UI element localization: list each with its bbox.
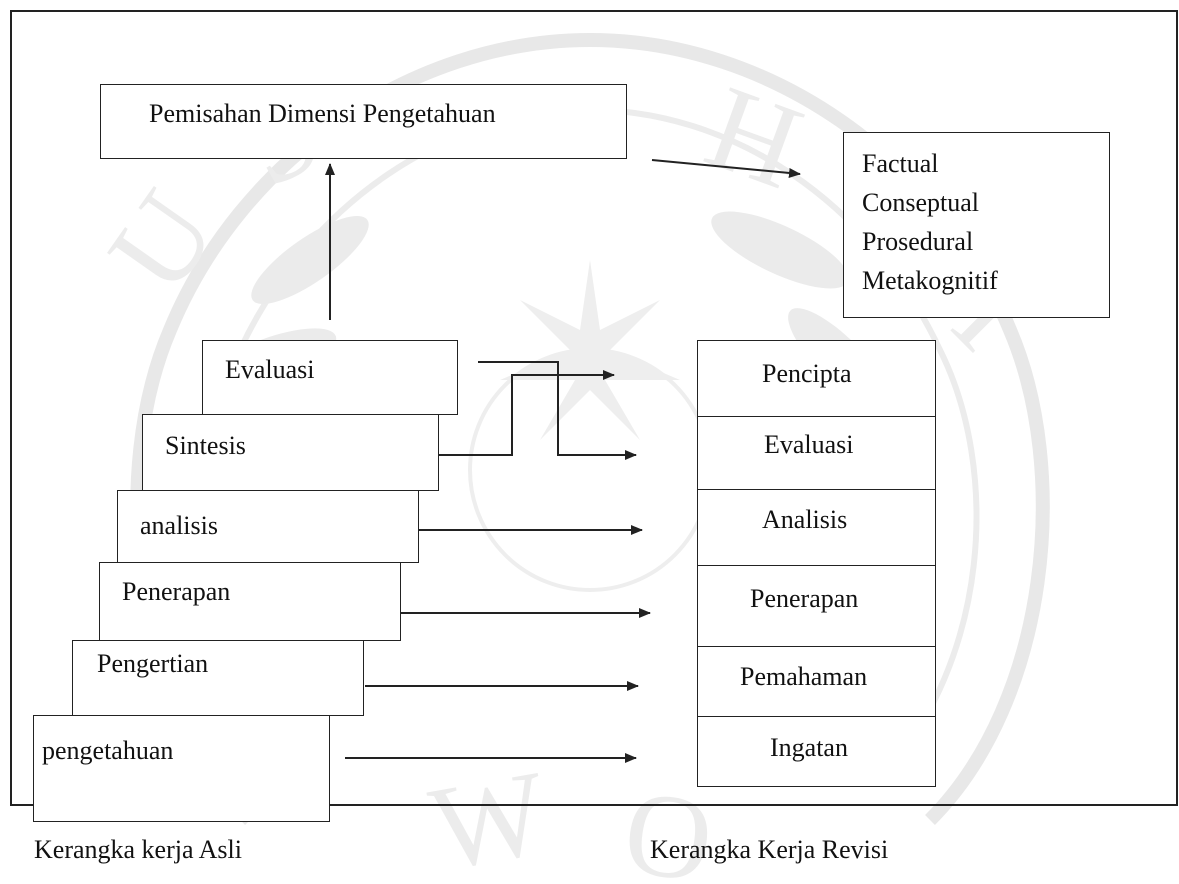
knowledge-dimension-box: Pemisahan Dimensi Pengetahuan <box>100 84 627 159</box>
original-level-pengertian: Pengertian <box>72 640 364 716</box>
diagram-frame <box>10 10 1178 806</box>
original-level-label: Sintesis <box>165 431 246 460</box>
revised-level-pemahaman: Pemahaman <box>697 646 936 717</box>
revised-level-analisis: Analisis <box>697 489 936 566</box>
knowledge-types-list: Factual Conseptual Prosedural Metakognit… <box>862 144 998 300</box>
revised-level-label: Ingatan <box>770 733 848 762</box>
arrow-sintesis-to-pencipta <box>438 370 615 456</box>
original-level-label: Pengertian <box>97 649 209 678</box>
knowledge-type-item: Prosedural <box>862 227 974 256</box>
knowledge-type-item: Metakognitif <box>862 266 998 295</box>
revised-level-label: Penerapan <box>750 584 859 613</box>
knowledge-types-box <box>843 132 1110 318</box>
knowledge-type-item: Factual <box>862 149 939 178</box>
revised-level-label: Pencipta <box>762 359 852 388</box>
arrow-evaluasi-to-evaluasi <box>478 361 637 460</box>
revised-level-label: Evaluasi <box>764 430 854 459</box>
revised-level-ingatan: Ingatan <box>697 716 936 787</box>
revised-level-label: Analisis <box>762 505 848 534</box>
knowledge-dimension-label: Pemisahan Dimensi Pengetahuan <box>149 99 496 128</box>
original-level-label: Evaluasi <box>225 355 315 384</box>
revised-level-evaluasi: Evaluasi <box>697 416 936 490</box>
arrow-top-to-knowledge-types <box>651 159 801 178</box>
original-level-pengetahuan: pengetahuan <box>33 715 330 822</box>
original-level-sintesis: Sintesis <box>142 414 439 491</box>
revised-level-penerapan: Penerapan <box>697 565 936 647</box>
original-level-label: analisis <box>140 511 218 540</box>
original-level-evaluasi: Evaluasi <box>202 340 458 415</box>
svg-text:W: W <box>421 745 556 884</box>
original-level-label: Penerapan <box>122 577 231 606</box>
knowledge-type-item: Conseptual <box>862 188 979 217</box>
original-level-label: pengetahuan <box>42 736 174 765</box>
caption-original-framework: Kerangka kerja Asli <box>34 835 242 864</box>
revised-level-label: Pemahaman <box>740 662 868 691</box>
caption-revised-framework: Kerangka Kerja Revisi <box>650 835 889 864</box>
original-level-analisis: analisis <box>117 490 419 563</box>
original-level-penerapan: Penerapan <box>99 562 401 641</box>
revised-level-pencipta: Pencipta <box>697 340 936 417</box>
